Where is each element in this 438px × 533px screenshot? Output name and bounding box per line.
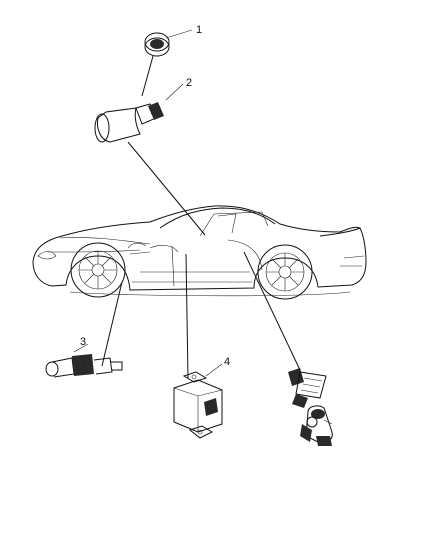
part-2-lamp-socket: [94, 102, 164, 143]
callout-4: 4: [224, 356, 230, 368]
part-4-switch-module: [173, 371, 223, 439]
callout-2: 2: [186, 77, 192, 89]
door-switch-assembly: [288, 368, 333, 446]
callout-1: 1: [196, 24, 202, 36]
callout-3: 3: [80, 336, 86, 348]
car-illustration: [32, 205, 367, 300]
leader-lines: [73, 29, 301, 379]
part-1-bezel: [144, 32, 170, 57]
callout-labels: 1 2 3 4: [80, 24, 230, 368]
part-3-bulb-socket: [45, 354, 123, 378]
